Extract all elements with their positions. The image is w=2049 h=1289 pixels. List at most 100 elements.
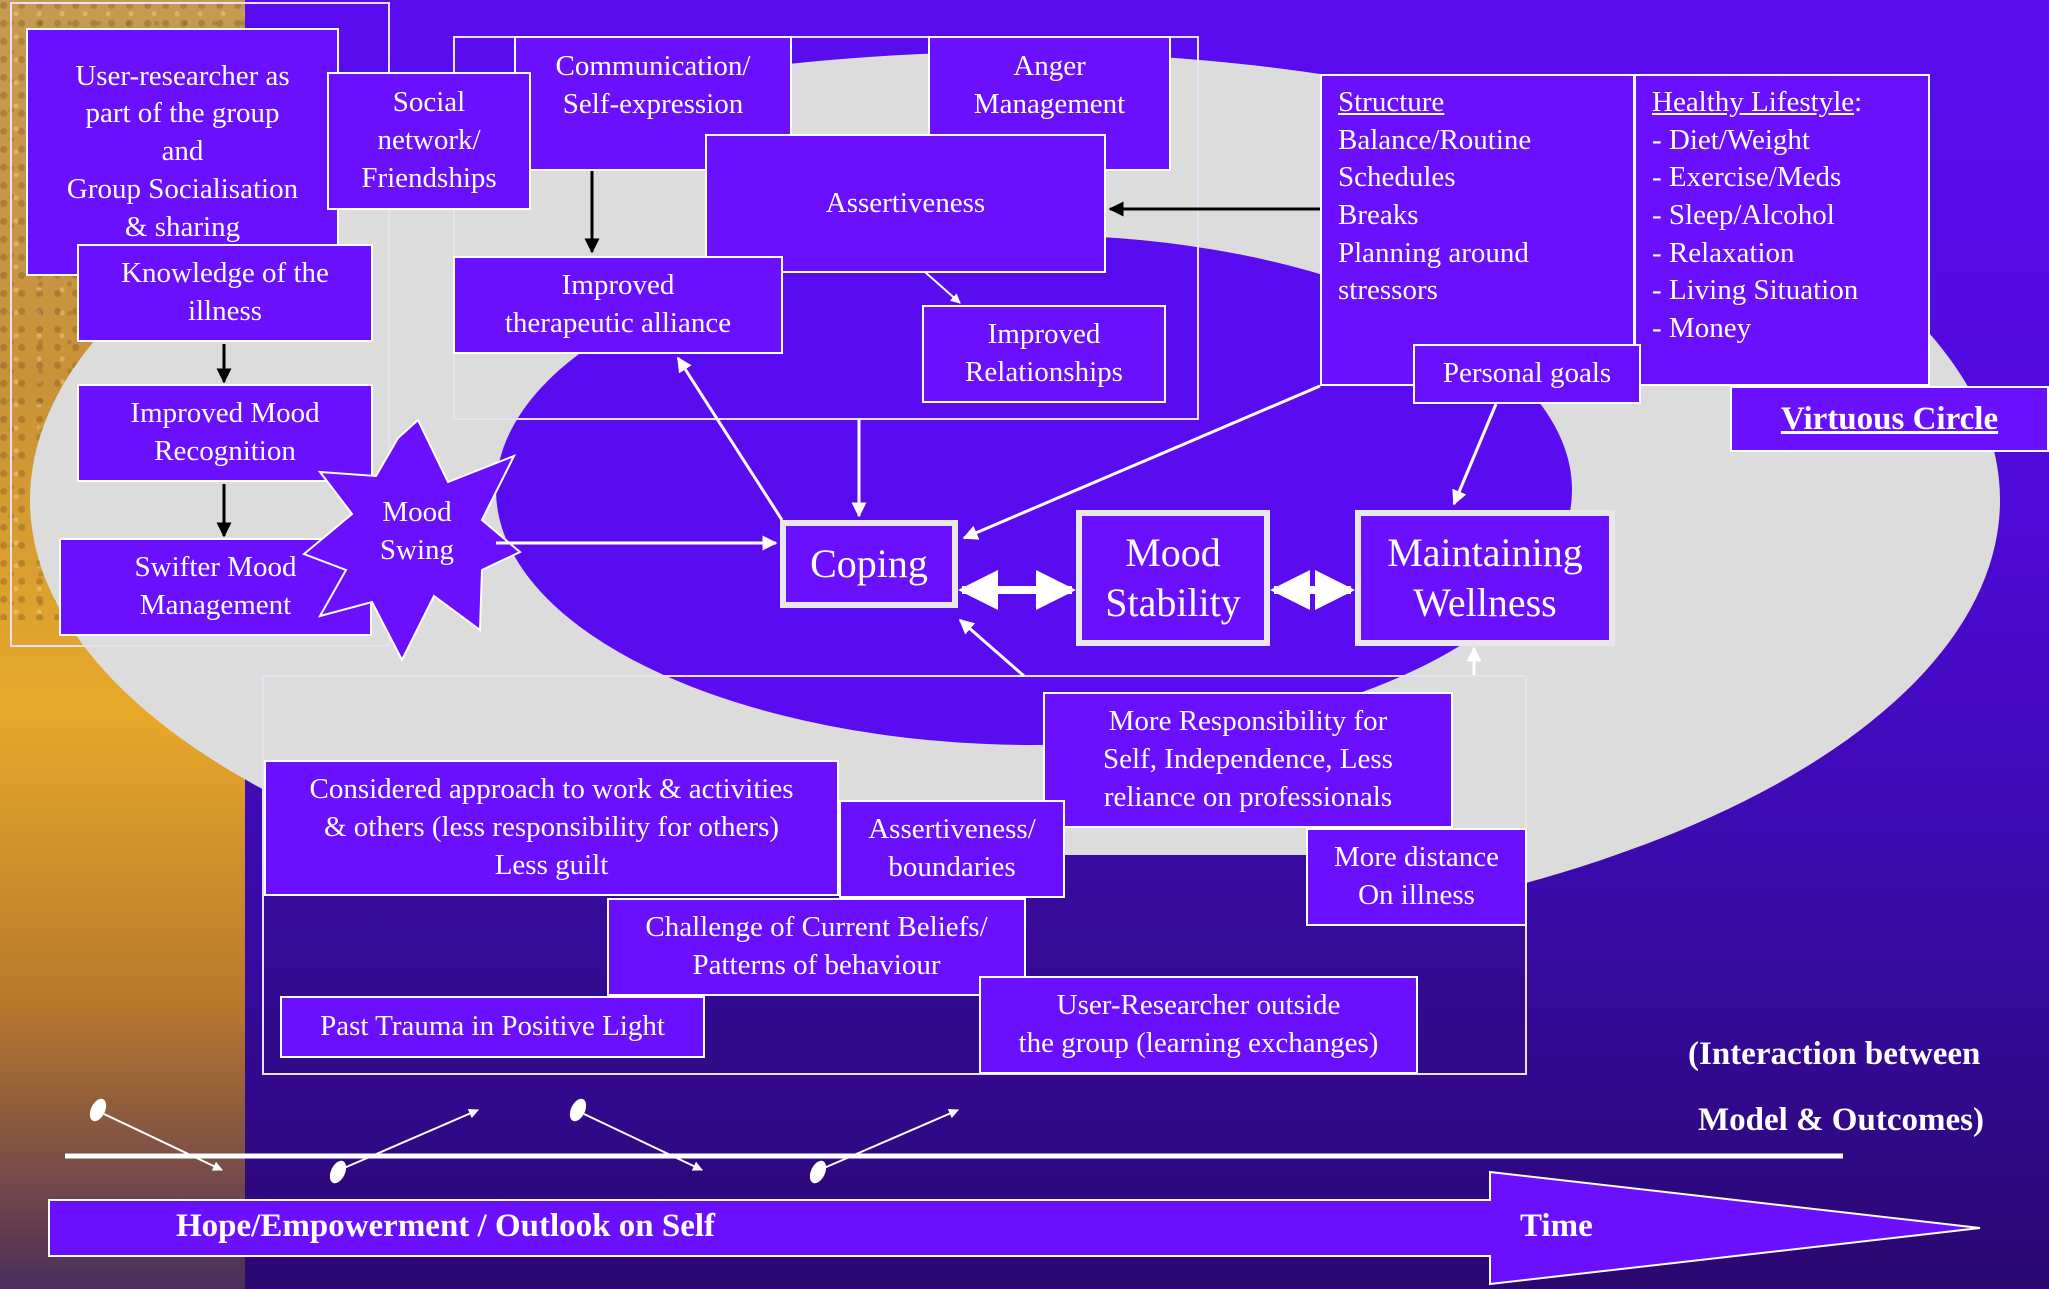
text-line: illness xyxy=(187,295,263,327)
text-line: Personal goals xyxy=(1442,357,1612,390)
text-line: Maintaining xyxy=(1387,530,1583,575)
text-line: Improved Mood xyxy=(130,397,320,430)
text-line: part of the group xyxy=(85,97,280,130)
text-line: User-researcher as xyxy=(75,59,290,92)
timeline-label: Hope/Empowerment / Outlook on Self xyxy=(176,1208,716,1244)
improved-mood-recognition-box: Improved Mood Recognition xyxy=(77,384,373,482)
assertiveness-box: Assertiveness xyxy=(705,134,1106,273)
considered-approach-box: Considered approach to work & activities… xyxy=(264,760,839,896)
text-line: Breaks xyxy=(1338,199,1419,232)
text-line: Social xyxy=(392,86,466,119)
text-line: Past Trauma in Positive Light xyxy=(320,1010,665,1043)
maintaining-wellness-box: Maintaining Wellness xyxy=(1355,510,1615,646)
mood-swing-star xyxy=(302,418,522,663)
time-label: Time xyxy=(1520,1208,1593,1244)
healthy-lifestyle-title: Healthy Lifestyle xyxy=(1652,86,1855,118)
text-line: Communication/ xyxy=(555,50,751,82)
text-line: & others (less responsibility for others… xyxy=(323,811,780,844)
text-line: Mood xyxy=(382,496,452,528)
mood-stability-box: Mood Stability xyxy=(1076,510,1270,646)
text-line: Mood xyxy=(1125,530,1221,575)
assertiveness-boundaries-box: Assertiveness/ boundaries xyxy=(839,800,1065,898)
arrow-structure-to-coping xyxy=(962,384,1321,540)
text-line: Schedules xyxy=(1338,161,1456,194)
text-line: - Relaxation xyxy=(1652,236,1795,269)
text-line: Virtuous Circle xyxy=(1780,400,1999,437)
text-line: Self, Independence, Less xyxy=(1103,743,1393,776)
text-line: Planning around xyxy=(1338,236,1529,269)
text-line: Anger xyxy=(1013,50,1086,82)
text-line: Friendships xyxy=(361,161,497,194)
personal-goals-box: Personal goals xyxy=(1413,344,1641,404)
text-line: Management xyxy=(139,589,292,621)
arrow-coping-to-alliance xyxy=(676,356,784,521)
text-line: Less guilt xyxy=(494,848,609,881)
structure-title: Structure xyxy=(1338,86,1445,118)
zigzag-dot-4 xyxy=(809,1160,827,1184)
left-group-outline xyxy=(10,2,390,647)
text-line: the group (learning exchanges) xyxy=(1018,1027,1379,1059)
time-arrow xyxy=(48,1170,1981,1286)
zigzag-dot-1 xyxy=(89,1098,107,1122)
text-line: - Living Situation xyxy=(1652,274,1859,307)
text-line: Considered approach to work & activities xyxy=(309,773,794,806)
text-line: stressors xyxy=(1338,274,1438,307)
structure-box: Structure Balance/Routine Schedules Brea… xyxy=(1320,74,1635,386)
text-line: Recognition xyxy=(154,435,296,467)
more-responsibility-box: More Responsibility for Self, Independen… xyxy=(1043,692,1453,828)
inner-ellipse xyxy=(496,235,1572,745)
text-line: - Exercise/Meds xyxy=(1652,161,1842,194)
zigzag-arrow-2 xyxy=(343,1108,479,1169)
text-line: Relationships xyxy=(965,356,1123,388)
virtuous-circle-box: Virtuous Circle xyxy=(1730,386,2049,452)
text-line: More Responsibility for xyxy=(1108,705,1388,738)
text-line: and xyxy=(161,135,204,168)
zigzag-dot-3 xyxy=(569,1098,587,1122)
text-line: Group Socialisation xyxy=(66,172,299,205)
social-network-box: Social network/ Friendships xyxy=(327,72,531,210)
swifter-mood-management-box: Swifter Mood Management xyxy=(59,538,372,636)
text-line: Swing xyxy=(379,533,455,566)
text-line: User-Researcher outside xyxy=(1056,989,1341,1022)
text-line: Assertiveness xyxy=(825,186,986,219)
text-line: Wellness xyxy=(1413,580,1557,625)
knowledge-of-illness-box: Knowledge of the illness xyxy=(77,244,373,342)
text-line: - Diet/Weight xyxy=(1652,123,1810,156)
text-line: reliance on professionals xyxy=(1103,780,1393,813)
top-group-outline xyxy=(453,36,1199,420)
text-line: Knowledge of the xyxy=(121,257,329,290)
interaction-note-line-1: (Interaction between xyxy=(1688,1036,1981,1072)
improved-therapeutic-alliance-box: Improved therapeutic alliance xyxy=(453,256,783,354)
text-line: & sharing xyxy=(124,210,241,243)
coping-box: Coping xyxy=(780,520,958,608)
arrow-assertiveness-to-relationships xyxy=(924,271,961,304)
zigzag-arrow-3 xyxy=(583,1113,703,1171)
text-line: boundaries xyxy=(888,851,1016,883)
text-line: Coping xyxy=(810,541,928,586)
arrow-goals-to-wellness xyxy=(1452,403,1498,506)
heading-colon: : xyxy=(1854,86,1863,118)
text-line: Balance/Routine xyxy=(1338,123,1532,156)
text-line: More distance xyxy=(1333,841,1500,874)
zigzag-arrow-1 xyxy=(103,1113,223,1171)
past-trauma-box: Past Trauma in Positive Light xyxy=(280,996,705,1058)
user-researcher-outside-box: User-Researcher outside the group (learn… xyxy=(979,976,1418,1074)
text-line: Stability xyxy=(1105,580,1241,625)
text-line: On illness xyxy=(1358,879,1475,911)
text-line: - Sleep/Alcohol xyxy=(1652,199,1835,232)
healthy-lifestyle-heading: Healthy Lifestyle: xyxy=(1652,84,1862,122)
arrow-bottom-to-coping xyxy=(958,618,1025,678)
text-line: Self-expression xyxy=(562,87,744,120)
text-line: Management xyxy=(973,87,1126,120)
more-distance-box: More distance On illness xyxy=(1306,828,1527,926)
text-line: Assertiveness/ xyxy=(868,813,1036,846)
interaction-note-line-2: Model & Outcomes) xyxy=(1698,1102,1984,1138)
text-line: Improved xyxy=(561,269,675,302)
text-line: - Money xyxy=(1652,312,1752,345)
healthy-lifestyle-box: Healthy Lifestyle: - Diet/Weight - Exerc… xyxy=(1634,74,1930,386)
text-line: Challenge of Current Beliefs/ xyxy=(645,911,988,944)
text-line: therapeutic alliance xyxy=(504,307,732,339)
text-line: Patterns of behaviour xyxy=(692,949,941,981)
